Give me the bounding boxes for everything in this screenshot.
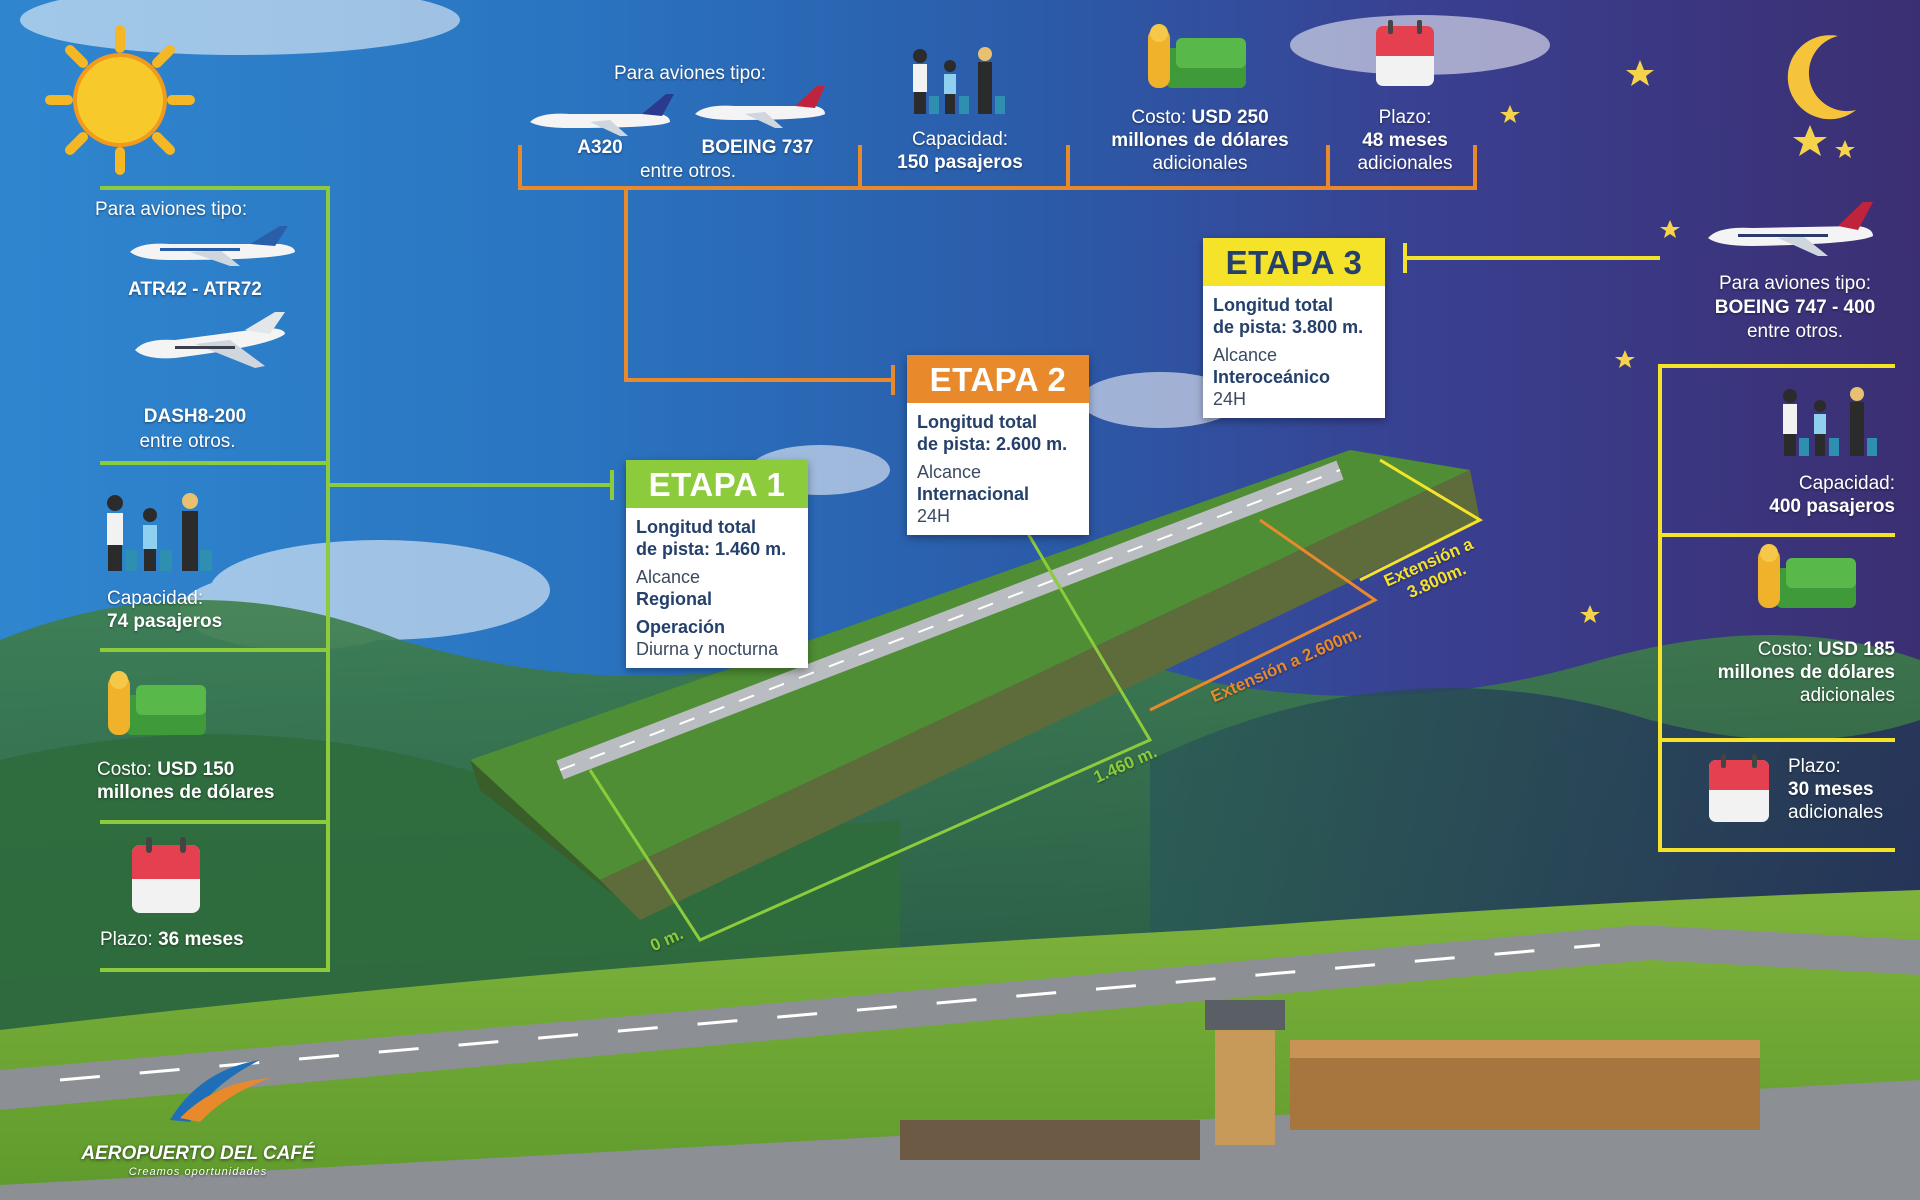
airport-logo-name: AEROPUERTO DEL CAFÉ	[81, 1143, 315, 1164]
stage2-length-value: 2.600 m.	[996, 434, 1068, 454]
right-capacity-label: Capacidad:	[1798, 473, 1895, 494]
left-term-value: 36 meses	[158, 929, 244, 950]
left-aircraft-title: Para aviones tipo:	[95, 199, 248, 220]
top-cost-value3: adicionales	[1152, 153, 1248, 174]
stage1-operation-value: Diurna y nocturna	[636, 639, 779, 659]
right-term: Plazo: 30 meses adicionales	[1788, 755, 1908, 824]
stage1-bracket	[100, 186, 614, 972]
top-plane2-label: BOEING 737	[701, 137, 814, 158]
right-cost-value: USD 185	[1817, 639, 1895, 660]
stage1-length-label: Longitud total	[636, 517, 756, 537]
stage2-length-label: Longitud total	[917, 412, 1037, 432]
stage3-hours: 24H	[1213, 389, 1247, 409]
right-cost-value3: adicionales	[1799, 685, 1895, 706]
right-cost: Costo: USD 185 millones de dólares adici…	[1655, 638, 1895, 707]
stage2-reach-label: Alcance	[917, 462, 982, 482]
stage3-length-label: Longitud total	[1213, 295, 1333, 315]
stage2-hours: 24H	[917, 506, 951, 526]
top-plane1-label: A320	[577, 137, 623, 158]
right-term-label: Plazo:	[1788, 756, 1841, 777]
stage1-operation-label: Operación	[636, 617, 726, 637]
top-capacity-value: 150 pasajeros	[897, 152, 1023, 173]
left-term-label: Plazo:	[100, 929, 153, 950]
top-capacity-label: Capacidad:	[911, 129, 1009, 150]
stage1-length-label2: de pista:	[636, 539, 711, 559]
left-cost: Costo: USD 150 millones de dólares	[97, 758, 337, 804]
top-cost: Costo: USD 250 millones de dólares adici…	[1090, 106, 1310, 175]
top-plane-note: entre otros.	[639, 161, 737, 182]
stage2-title: ETAPA 2	[907, 355, 1089, 403]
stage1-reach-value: Regional	[636, 589, 713, 609]
left-cost-label: Costo:	[97, 759, 152, 780]
left-plane2-label: DASH8-200	[143, 406, 247, 427]
stage1-title: ETAPA 1	[626, 460, 808, 508]
left-cost-value: USD 150	[157, 759, 235, 780]
top-cost-label: Costo:	[1131, 107, 1187, 128]
top-cost-value2: millones de dólares	[1111, 130, 1289, 151]
top-term-value: 48 meses	[1362, 130, 1448, 151]
right-plane-note: entre otros.	[1746, 321, 1844, 342]
right-cost-value2: millones de dólares	[1717, 662, 1895, 683]
stage3-card: ETAPA 3 Longitud total de pista: 3.800 m…	[1203, 238, 1385, 418]
right-cost-label: Costo:	[1757, 639, 1813, 660]
stage1-length-value: 1.460 m.	[715, 539, 787, 559]
stage2-reach-value: Internacional	[917, 484, 1030, 504]
right-capacity-value: 400 pasajeros	[1769, 496, 1895, 517]
left-plane1-label: ATR42 - ATR72	[128, 279, 262, 300]
left-capacity-label: Capacidad:	[107, 588, 204, 609]
stage1-card: ETAPA 1 Longitud total de pista: 1.460 m…	[626, 460, 808, 668]
top-term-value2: adicionales	[1357, 153, 1453, 174]
stage3-length-value: 3.800 m.	[1292, 317, 1364, 337]
stars	[1500, 60, 1855, 623]
left-term: Plazo: 36 meses	[100, 928, 340, 951]
right-term-value2: adicionales	[1788, 802, 1884, 823]
left-plane-note: entre otros.	[139, 431, 236, 452]
stage2-bracket	[518, 145, 1477, 395]
stage1-reach-label: Alcance	[636, 567, 701, 587]
right-plane1-label: BOEING 747 - 400	[1714, 297, 1876, 318]
top-term: Plazo: 48 meses adicionales	[1335, 106, 1475, 175]
stage3-length-label2: de pista:	[1213, 317, 1288, 337]
stage3-reach-value: Interoceánico	[1213, 367, 1331, 387]
stage2-length-label2: de pista:	[917, 434, 992, 454]
left-capacity-value: 74 pasajeros	[107, 611, 223, 632]
top-term-label: Plazo:	[1378, 107, 1432, 128]
stage3-bracket	[1403, 243, 1895, 852]
top-aircraft-title: Para aviones tipo:	[613, 63, 767, 84]
stage2-card: ETAPA 2 Longitud total de pista: 2.600 m…	[907, 355, 1089, 535]
stage3-title: ETAPA 3	[1203, 238, 1385, 286]
top-cost-value: USD 250	[1191, 107, 1269, 128]
airport-logo-slogan: Creamos oportunidades	[128, 1166, 268, 1178]
right-aircraft-title: Para aviones tipo:	[1718, 273, 1872, 294]
left-cost-value2: millones de dólares	[97, 782, 275, 803]
stage3-reach-label: Alcance	[1213, 345, 1278, 365]
right-term-value: 30 meses	[1788, 779, 1874, 800]
